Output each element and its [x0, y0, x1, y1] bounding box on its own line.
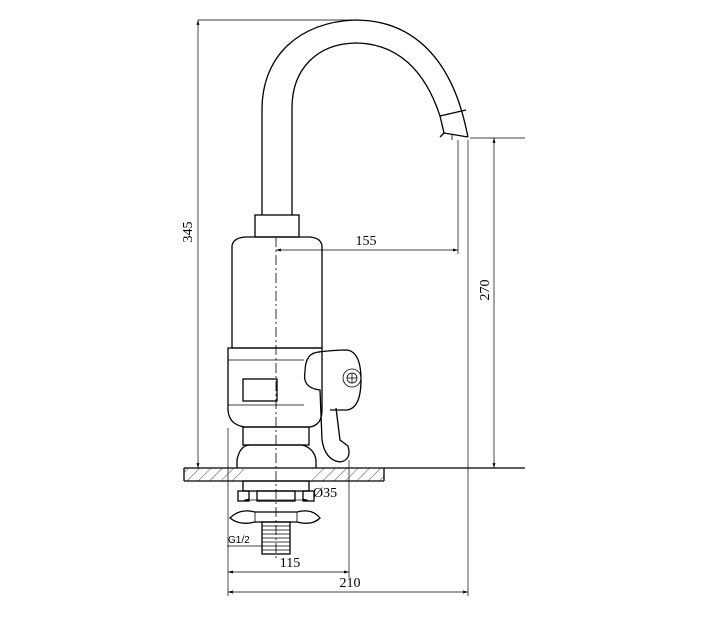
dimension-spout-reach: 155 — [276, 140, 459, 254]
mounting-base — [236, 426, 317, 468]
dimension-total-height: 345 — [181, 19, 360, 468]
spout-height-label: 270 — [478, 280, 493, 301]
faucet-spout — [261, 19, 469, 215]
thread-label: G1/2 — [228, 535, 250, 546]
dimension-base-diameter: Ø35 — [244, 486, 337, 502]
dimension-spout-height: 270 — [470, 137, 525, 468]
spout-reach-label: 155 — [356, 234, 377, 249]
spout-collar — [254, 214, 300, 238]
handle-width-label: 115 — [280, 556, 300, 571]
dimension-thread: G1/2 — [227, 535, 262, 547]
dimension-handle-width: 115 — [227, 428, 350, 596]
temperature-display — [242, 378, 278, 402]
heater-body — [227, 236, 323, 428]
control-handle — [303, 349, 362, 463]
fastening-nut — [229, 480, 321, 524]
total-width-label: 210 — [340, 576, 361, 591]
base-diameter-label: Ø35 — [313, 486, 337, 501]
dimension-total-width: 210 — [228, 140, 469, 596]
countertop — [183, 467, 525, 482]
total-height-label: 345 — [181, 222, 196, 243]
